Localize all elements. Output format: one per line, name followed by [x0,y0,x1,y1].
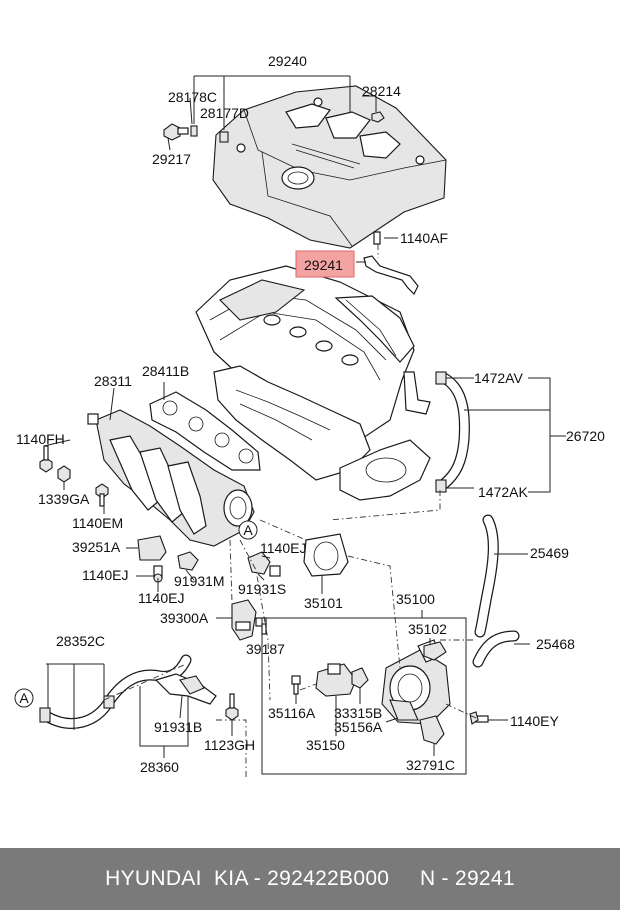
hose-1472av [435,371,470,493]
label-26720: 26720 [566,428,605,444]
grommet-28214 [371,111,385,123]
label-28214: 28214 [362,83,401,99]
label-28178c: 28178C [168,89,217,105]
valve-35150 [315,663,357,697]
label-28411b: 28411B [142,363,189,379]
label-25469: 25469 [530,545,569,561]
clip-91931s [247,551,281,577]
hose-25468 [472,630,520,668]
bracket-39251a [137,535,167,561]
label-1140ej-left: 1140EJ [82,567,128,583]
bolt-1123gh [225,693,239,721]
label-35156a: 35156A [334,719,383,735]
label-91931s: 91931S [238,581,286,597]
label-35100: 35100 [396,591,435,607]
part-labels: 29240 28178C 28177D 28214 29217 1140AF 2… [16,53,605,775]
label-25468: 25468 [536,636,575,652]
svg-text:A: A [243,522,253,538]
label-91931m: 91931M [174,573,225,589]
label-35116a: 35116A [268,705,316,721]
label-33315b: 33315B [334,705,382,721]
label-28311: 28311 [94,373,132,389]
footer-part-number: HYUNDAI KIA - 292422B000 N - 29241 [0,848,620,910]
label-35101: 35101 [304,595,343,611]
label-91931b: 91931B [154,719,202,735]
connection-lines [103,244,477,780]
label-29240: 29240 [268,53,307,69]
sensor-91931m [177,551,199,571]
label-28352c: 28352C [56,633,105,649]
sensor-39300a [231,599,257,641]
leader-lines [43,75,566,758]
bracket-29241 [363,231,419,296]
sensor-35102 [423,641,447,661]
bolt-29217 [163,123,189,141]
grommet-28178c [190,125,198,137]
label-39251a: 39251A [72,539,121,555]
label-1472av: 1472AV [474,370,523,386]
bolt-35116a [291,675,301,695]
assembly-box-35100 [261,617,467,775]
parts-diagram: A A [14,53,605,780]
label-39187: 39187 [246,641,285,657]
label-1140ej-right: 1140EJ [260,540,306,556]
bushing-28177d [219,131,229,143]
callout-a-left: A [14,688,34,708]
label-1140fh: 1140FH [16,431,65,447]
engine-block [195,265,431,501]
highlight-29241 [295,250,355,278]
engine-cover [212,85,447,249]
label-1140ey: 1140EY [510,713,559,729]
label-39300a: 39300A [160,610,209,626]
bolt-1140ey [469,711,489,725]
label-35150: 35150 [306,737,345,753]
label-28177d: 28177D [200,105,249,121]
label-1140af: 1140AF [400,230,448,246]
label-29217: 29217 [152,151,191,167]
throttle-body-35100 [381,639,451,725]
label-35102: 35102 [408,621,447,637]
label-28360: 28360 [140,759,179,775]
intake-manifold-28311 [87,409,255,547]
hose-25469 [474,514,499,638]
gasket-35101 [303,533,349,577]
label-1339ga: 1339GA [38,491,90,507]
label-1140em: 1140EM [72,515,123,531]
bracket-32791c [419,715,445,745]
callout-a-right: A [238,520,258,540]
svg-text:A: A [19,690,29,706]
label-1123gh: 1123GH [204,737,255,753]
nut-1339ga [57,465,71,483]
label-1472ak: 1472AK [478,484,528,500]
hose-28352c [39,654,192,729]
label-29241: 29241 [304,257,343,273]
bracket-28360 [154,673,217,705]
intake-gasket-28411b [149,391,261,471]
bolt-1140em [95,483,109,507]
label-1140ej-lower: 1140EJ [138,590,184,606]
bolt-1140fh [39,445,53,473]
label-32791c: 32791C [406,757,455,773]
part-33315b [351,667,369,689]
